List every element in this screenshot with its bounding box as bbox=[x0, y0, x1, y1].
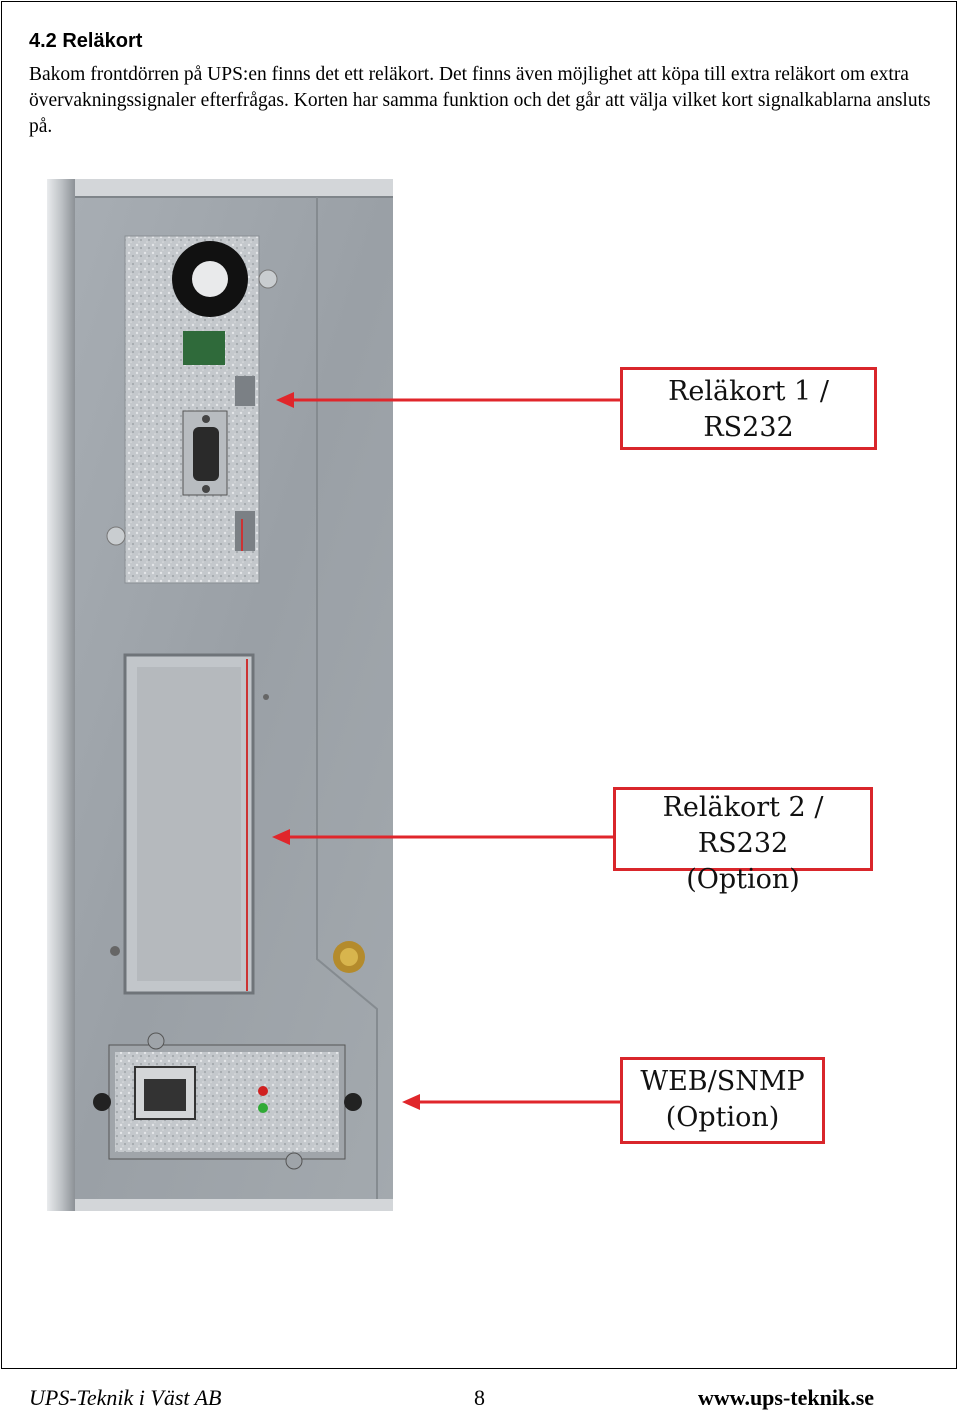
callout-2-line1: Reläkort 2 / RS232 bbox=[662, 792, 824, 859]
footer-page-number: 8 bbox=[474, 1385, 485, 1410]
callout-relay-card-2: Reläkort 2 / RS232 (Option) bbox=[613, 787, 873, 895]
callout-relay-card-1: Reläkort 1 / RS232 bbox=[620, 367, 877, 450]
footer-company: UPS-Teknik i Väst AB bbox=[29, 1385, 222, 1410]
callout-1-line1: Reläkort 1 / RS232 bbox=[668, 376, 829, 443]
callout-2-line2: (Option) bbox=[686, 864, 800, 895]
footer-website[interactable]: www.ups-teknik.se bbox=[698, 1385, 875, 1410]
section-paragraph: Bakom frontdörren på UPS:en finns det et… bbox=[29, 64, 931, 137]
section-heading: 4.2 Reläkort bbox=[29, 30, 143, 52]
callout-3-line1: WEB/SNMP bbox=[640, 1066, 805, 1097]
page-frame bbox=[1, 1, 957, 1369]
callout-web-snmp: WEB/SNMP (Option) bbox=[620, 1057, 825, 1144]
callout-3-line2: (Option) bbox=[665, 1102, 780, 1133]
ups-panel-photo bbox=[47, 179, 393, 1211]
